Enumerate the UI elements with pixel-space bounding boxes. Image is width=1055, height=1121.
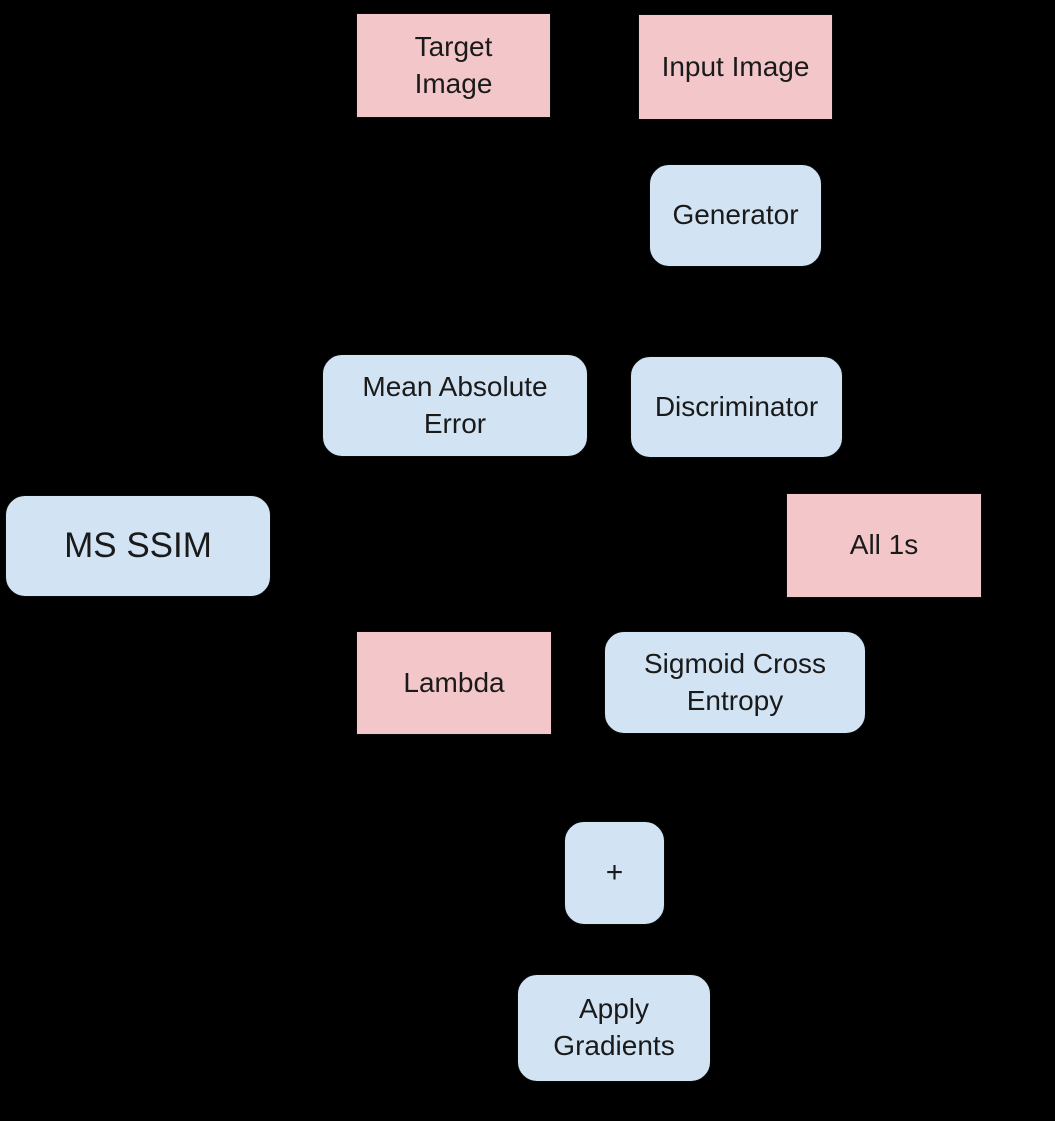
node-all-1s: All 1s	[786, 493, 982, 598]
node-ms-ssim: MS SSIM	[5, 495, 271, 597]
node-generator: Generator	[649, 164, 822, 267]
node-lambda: Lambda	[356, 631, 552, 735]
node-target-image: Target Image	[356, 13, 551, 118]
node-apply-gradients: Apply Gradients	[517, 974, 711, 1082]
node-input-image: Input Image	[638, 14, 833, 120]
node-mean-absolute-error: Mean Absolute Error	[322, 354, 588, 457]
node-discriminator: Discriminator	[630, 356, 843, 458]
node-plus-operator: +	[564, 821, 665, 925]
node-sigmoid-cross-entropy: Sigmoid Cross Entropy	[604, 631, 866, 734]
